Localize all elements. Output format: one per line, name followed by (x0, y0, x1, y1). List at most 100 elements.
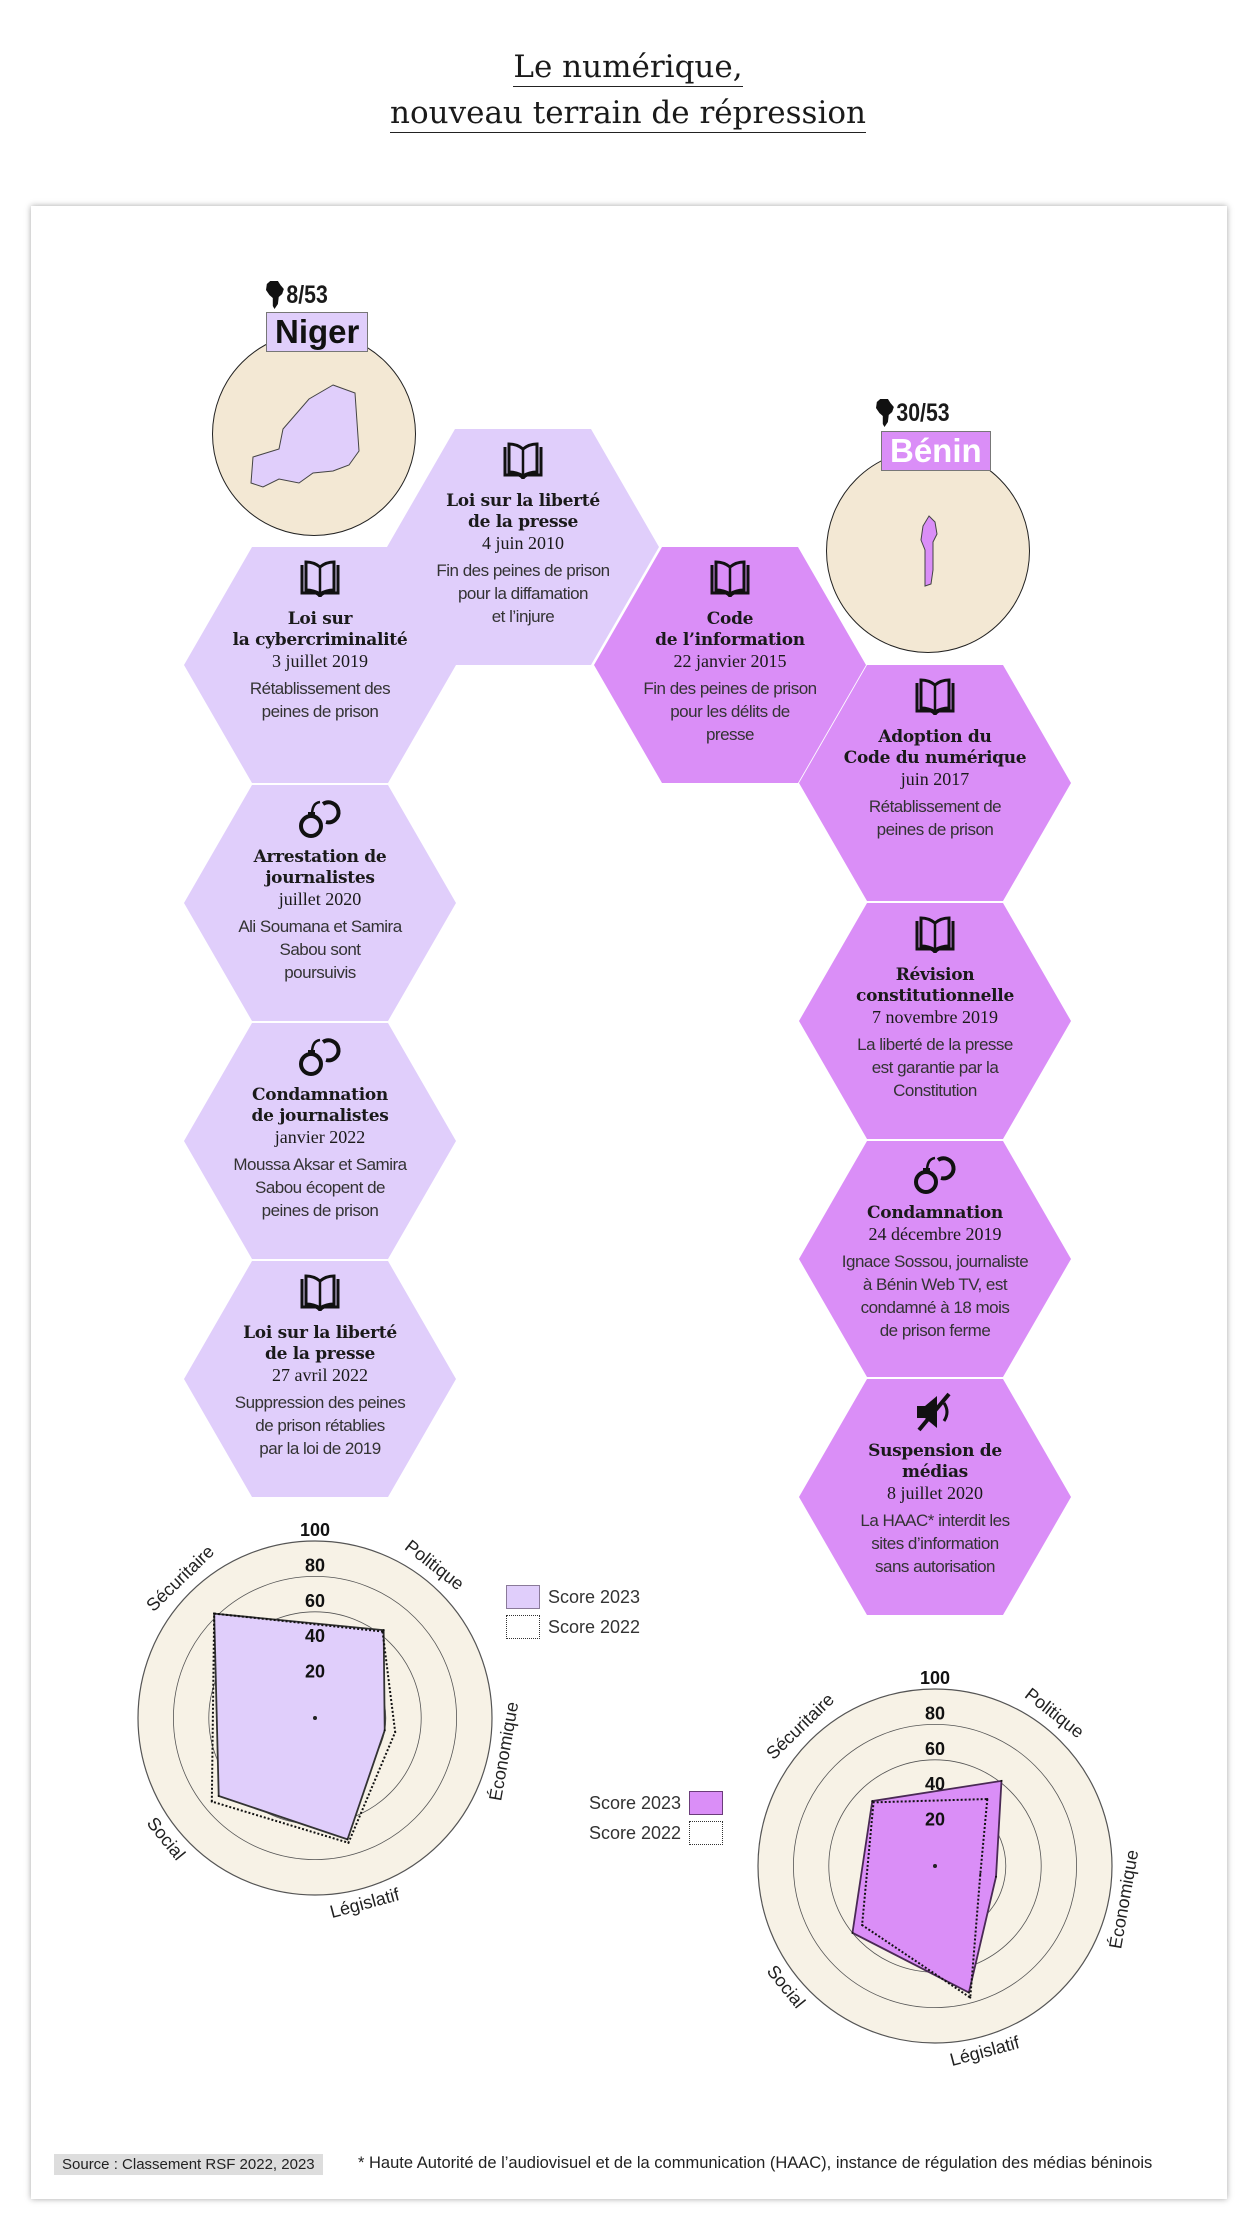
benin-label: Bénin (881, 431, 991, 471)
event-description: Ignace Sossou, journaliste à Bénin Web T… (841, 1252, 1029, 1340)
benin-map-circle (826, 449, 1030, 653)
event-title: Révision constitutionnelle (856, 965, 1014, 1006)
niger-rank: 8/53 (266, 280, 328, 310)
event-title: Loi sur la liberté de la presse (243, 1323, 397, 1364)
event-description: Fin des peines de prison pour les délits… (643, 679, 817, 744)
radar-point-2022 (861, 1924, 864, 1927)
event-date: juillet 2020 (278, 889, 362, 909)
radar-tick-label: 60 (925, 1739, 945, 1759)
muted-speaker-icon (911, 1391, 959, 1433)
niger-map (250, 384, 360, 488)
radar-point-2023 (383, 1729, 386, 1732)
event-date: 4 juin 2010 (481, 533, 564, 553)
radar-point-2023 (871, 1800, 874, 1803)
niger-radar-chart: 20406080100PolitiqueÉconomiqueLégislatif… (137, 1520, 522, 1922)
radar-ring-80 (792, 1723, 1078, 2009)
footnote: * Haute Autorité de l’audiovisuel et de … (358, 2154, 1153, 2172)
radar-point-2022 (969, 1996, 972, 1999)
radar-series-2022 (210, 1612, 397, 1845)
radar-point-2022 (381, 1630, 384, 1633)
niger-event-hex: Loi sur la liberté de la presse 27 avril… (184, 1261, 456, 1497)
benin-event-hex: Condamnation 24 décembre 2019 Ignace Sos… (799, 1141, 1071, 1377)
radar-point-2023 (851, 1931, 854, 1934)
event-title: Condamnation (867, 1203, 1003, 1223)
event-title: Condamnation de journalistes (251, 1085, 389, 1126)
radar-center (933, 1864, 937, 1868)
radar-tick-label: 80 (925, 1703, 945, 1723)
event-title: Loi sur la cybercriminalité (232, 609, 408, 650)
radar-point-2023 (217, 1794, 220, 1797)
radar-point-2022 (347, 1841, 350, 1844)
event-date: juin 2017 (900, 769, 970, 789)
event-title: Suspension de médias (868, 1441, 1002, 1482)
benin-event-hex: Suspension de médias 8 juillet 2020 La H… (799, 1379, 1071, 1615)
radar-point-2022 (210, 1800, 213, 1803)
book-icon (499, 441, 547, 483)
event-date: 8 juillet 2020 (887, 1483, 983, 1503)
legend-swatch-2023 (689, 1791, 724, 1815)
radar-series-2023 (851, 1779, 1003, 1994)
niger-label: Niger (266, 312, 369, 352)
legend-swatch-2023 (506, 1585, 540, 1609)
event-date: 22 janvier 2015 (673, 651, 787, 671)
book-icon (911, 677, 959, 719)
handcuffs-icon (911, 1153, 959, 1195)
event-description: La liberté de la presse est garantie par… (857, 1035, 1013, 1100)
event-description: Moussa Aksar et Samira Sabou écopent de … (233, 1155, 407, 1220)
book-icon (296, 1273, 344, 1315)
radar-tick-label: 40 (925, 1774, 945, 1794)
radar-point-2023 (995, 1875, 998, 1878)
radar-series-2022 (861, 1798, 989, 2000)
radar-tick-label: 80 (305, 1555, 325, 1575)
radar-tick-label: 40 (305, 1626, 325, 1646)
radar-tick-label: 20 (305, 1662, 325, 1682)
radar-point-2023 (967, 1991, 970, 1994)
radar-tick-label: 60 (305, 1591, 325, 1611)
event-description: Fin des peines de prison pour la diffama… (436, 561, 610, 626)
legend-swatch-2022 (689, 1821, 724, 1845)
title-line-2: nouveau terrain de répression (390, 95, 866, 133)
radar-point-2022 (213, 1612, 216, 1615)
event-description: Suppression des peines de prison rétabli… (234, 1393, 406, 1458)
event-description: La HAAC* interdit les sites d’informatio… (860, 1511, 1010, 1576)
event-description: Rétablissement de peines de prison (868, 797, 1002, 839)
africa-icon (876, 399, 894, 427)
event-title: Code de l’information (655, 609, 805, 650)
radar-point-2022 (986, 1798, 989, 1801)
radar-point-2023 (346, 1838, 349, 1841)
radar-point-2023 (1000, 1779, 1003, 1782)
radar-tick-label: 100 (300, 1520, 330, 1540)
benin-legend-2022: Score 2022 (589, 1818, 724, 1848)
benin-legend-2023: Score 2023 (589, 1788, 724, 1818)
radar-center (313, 1716, 317, 1720)
event-date: 24 décembre 2019 (868, 1224, 1002, 1244)
event-date: 27 avril 2022 (272, 1365, 368, 1385)
event-title: Adoption du Code du numérique (843, 727, 1027, 768)
radar-tick-label: 20 (925, 1810, 945, 1830)
benin-map (920, 515, 938, 587)
radar-tick-label: 100 (920, 1668, 950, 1688)
event-description: Rétablissement des peines de prison (249, 679, 391, 721)
benin-rank: 30/53 (876, 398, 950, 428)
radar-ring-80 (172, 1575, 458, 1861)
event-date: 3 juillet 2019 (272, 651, 368, 671)
niger-legend-2022: Score 2022 (506, 1612, 640, 1642)
page-title: Le numérique, nouveau terrain de répress… (0, 44, 1256, 136)
handcuffs-icon (296, 1035, 344, 1077)
radar-point-2022 (872, 1801, 875, 1804)
benin-radar-chart: 20406080100PolitiqueÉconomiqueLégislatif… (757, 1668, 1142, 2070)
niger-event-hex: Condamnation de journalistes janvier 202… (184, 1023, 456, 1259)
legend-swatch-2022 (506, 1615, 540, 1639)
title-line-1: Le numérique, (513, 49, 743, 87)
radar-point-2022 (979, 1872, 982, 1875)
book-icon (706, 559, 754, 601)
niger-map-circle (212, 332, 416, 536)
africa-icon (266, 281, 284, 309)
source-note: Source : Classement RSF 2022, 2023 (54, 2154, 323, 2175)
niger-legend-2023: Score 2023 (506, 1582, 640, 1612)
event-title: Loi sur la liberté de la presse (446, 491, 600, 532)
event-description: Ali Soumana et Samira Sabou sont poursui… (238, 917, 402, 982)
book-icon (296, 559, 344, 601)
radar-point-2022 (394, 1731, 397, 1734)
event-date: janvier 2022 (274, 1127, 366, 1147)
